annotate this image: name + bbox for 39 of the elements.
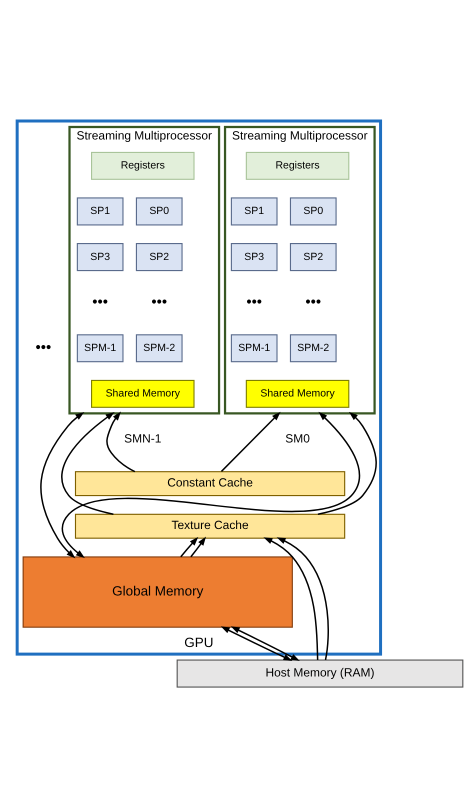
node-box: SP2 (136, 243, 183, 272)
node-box: SPM-1 (76, 334, 124, 362)
arrow (230, 626, 300, 661)
node-box: Registers (91, 152, 195, 180)
label: ••• (151, 293, 168, 310)
node-box: Host Memory (RAM) (176, 660, 464, 688)
arrow (220, 412, 281, 472)
node-box: SP1 (76, 197, 124, 226)
node-box: SP3 (230, 243, 278, 272)
node-box: SP0 (136, 197, 183, 226)
node-box: SP1 (230, 197, 278, 226)
arrow (318, 412, 377, 515)
node-box: Constant Cache (74, 471, 346, 496)
node-box: Shared Memory (246, 380, 350, 408)
node-label: SMN-1 (124, 431, 162, 446)
node-label: SM0 (285, 431, 310, 446)
label: ••• (92, 293, 108, 310)
arrow (61, 412, 115, 515)
node-box: Shared Memory (91, 380, 195, 408)
label: ••• (246, 293, 262, 310)
node-box: Registers (246, 152, 350, 180)
arrow (62, 412, 360, 558)
node-box: SP3 (76, 243, 124, 272)
arrow (220, 626, 292, 662)
node-box: Texture Cache (74, 514, 346, 539)
label: ••• (35, 339, 52, 356)
arrow (106, 412, 136, 472)
arrow (263, 537, 318, 660)
node-box: SP2 (290, 243, 337, 272)
node-box: SPM-1 (230, 334, 278, 362)
arrow (180, 536, 198, 558)
node-box: SPM-2 (136, 334, 183, 362)
arrow (190, 536, 206, 558)
node-box: SP0 (290, 197, 337, 226)
arrow (40, 412, 84, 558)
label: ••• (305, 293, 322, 310)
arrow (276, 537, 329, 660)
node-box: Global Memory (22, 556, 293, 628)
node-box: SPM-2 (290, 334, 337, 362)
